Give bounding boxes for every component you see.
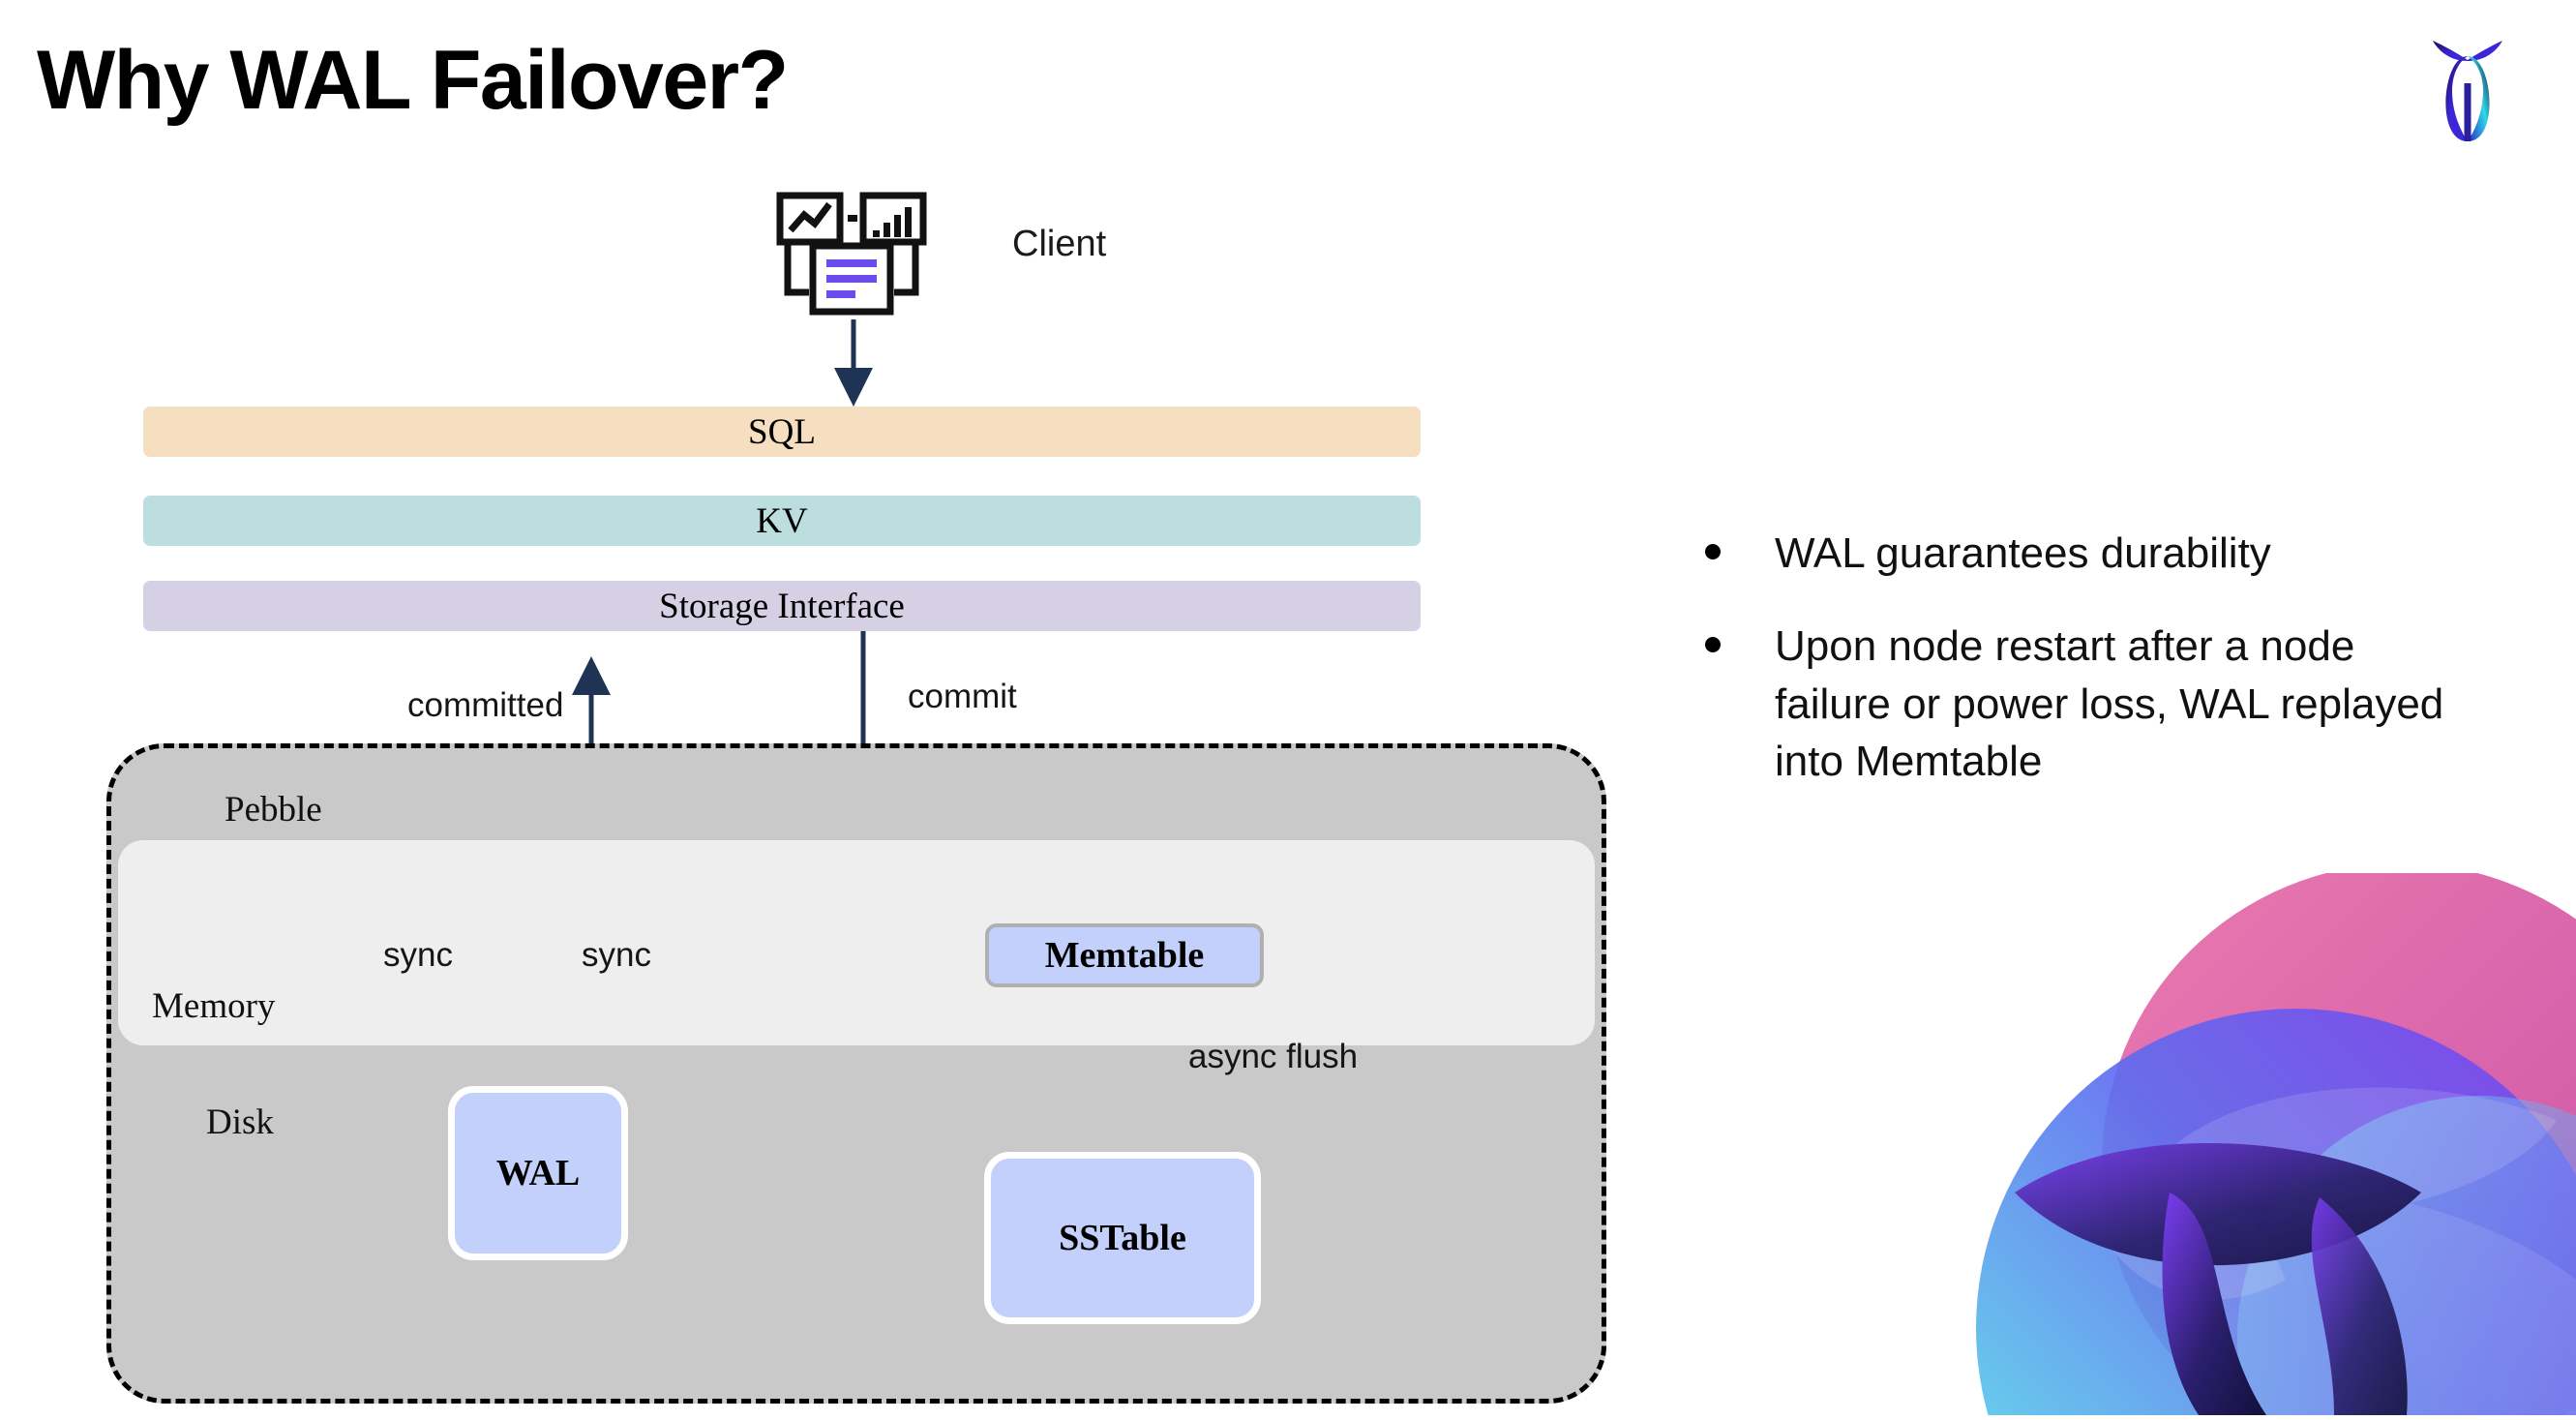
bullet-text: Upon node restart after a node failure o… bbox=[1775, 621, 2444, 786]
edge-label-sync-right: sync bbox=[582, 936, 651, 974]
node-sstable[interactable]: SSTable bbox=[984, 1152, 1261, 1324]
edge-label-async-flush: async flush bbox=[1188, 1038, 1359, 1075]
edge-label-commit: commit bbox=[908, 678, 1017, 715]
node-sstable-label: SSTable bbox=[1059, 1218, 1186, 1258]
bullet-list: WAL guarantees durability Upon node rest… bbox=[1705, 525, 2479, 826]
bullet-text: WAL guarantees durability bbox=[1775, 529, 2271, 577]
layer-bar-storage-interface[interactable]: Storage Interface bbox=[143, 581, 1421, 631]
node-wal-label: WAL bbox=[495, 1153, 581, 1193]
disk-label: Disk bbox=[206, 1103, 274, 1142]
layer-bar-kv-label: KV bbox=[756, 500, 808, 541]
layer-bar-kv[interactable]: KV bbox=[143, 496, 1421, 546]
memory-region bbox=[118, 840, 1595, 1045]
layer-bar-storage-interface-label: Storage Interface bbox=[659, 586, 905, 626]
bullet-dot-icon bbox=[1705, 544, 1721, 559]
page-title: Why WAL Failover? bbox=[37, 34, 789, 127]
client-dashboard-icon bbox=[774, 192, 929, 317]
node-memtable-label: Memtable bbox=[1044, 935, 1205, 976]
pebble-label: Pebble bbox=[225, 790, 322, 830]
edge-label-committed: committed bbox=[407, 686, 564, 724]
cockroachdb-logo-icon bbox=[2410, 27, 2526, 153]
memory-label: Memory bbox=[152, 986, 276, 1026]
list-item: WAL guarantees durability bbox=[1705, 525, 2479, 583]
decorative-gradient-circles-graphic bbox=[1879, 873, 2576, 1415]
layer-bar-sql-label: SQL bbox=[748, 411, 816, 452]
layer-bar-sql[interactable]: SQL bbox=[143, 407, 1421, 457]
list-item: Upon node restart after a node failure o… bbox=[1705, 618, 2479, 791]
node-wal[interactable]: WAL bbox=[448, 1086, 628, 1260]
bullet-dot-icon bbox=[1705, 636, 1721, 652]
edge-label-sync-left: sync bbox=[383, 936, 453, 974]
node-memtable[interactable]: Memtable bbox=[985, 923, 1264, 987]
client-label: Client bbox=[1012, 224, 1107, 264]
